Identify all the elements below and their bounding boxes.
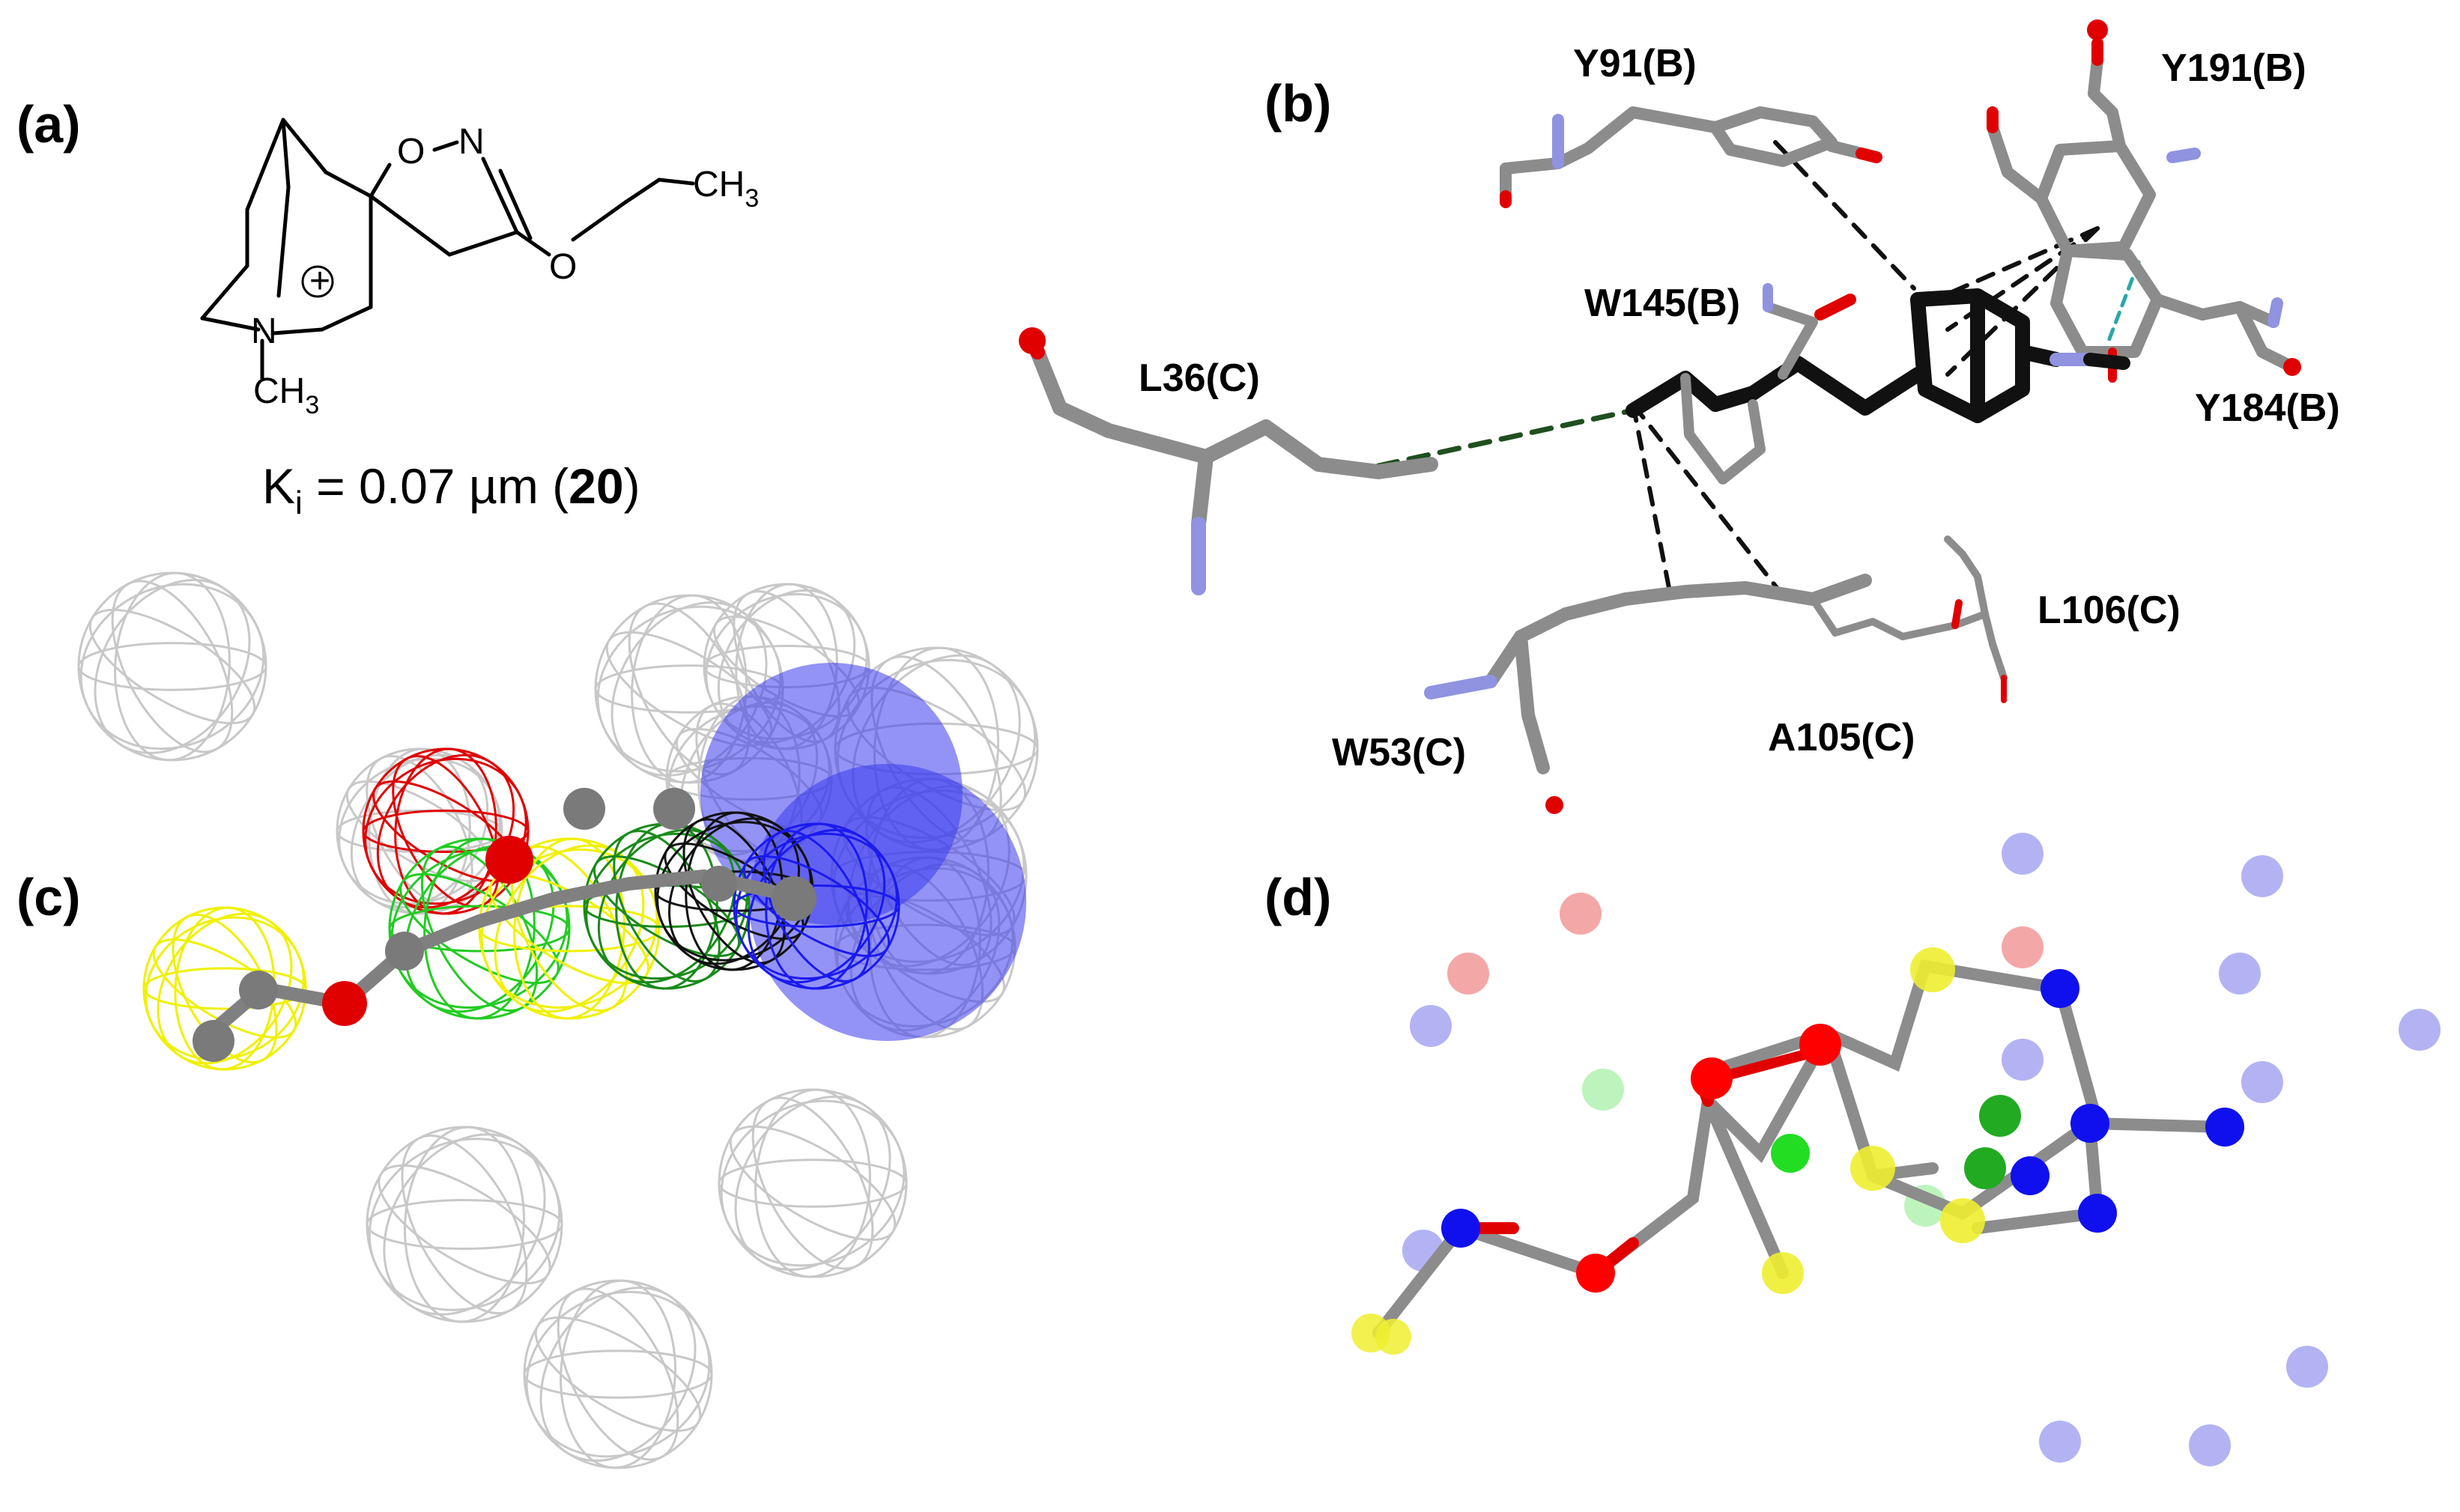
label-l106: L106(C) [2038, 589, 2181, 632]
pharmacophore-sphere [733, 822, 900, 990]
residue-labels: Y91(B) Y191(B) W145(B) L36(C) Y184(B) L1… [1139, 42, 2340, 774]
ki-value: Ki = 0.07 µm (20) [262, 458, 640, 521]
feature-point [1582, 1069, 1624, 1111]
residue-a105-l106 [1809, 535, 2008, 681]
ch3-top: CH3 [693, 165, 759, 213]
excluded-volume-sphere [523, 1279, 713, 1469]
panel-b-binding-pocket [1019, 19, 2301, 814]
ch3-bottom: CH3 [253, 371, 319, 419]
feature-point [2219, 953, 2261, 995]
ligand-ball-model-c [193, 788, 817, 1062]
label-a105: A105(C) [1768, 716, 1915, 759]
pi-cation-line [2106, 260, 2141, 343]
feature-point [2399, 1009, 2441, 1051]
feature-point [2286, 1346, 2328, 1388]
label-y91: Y91(B) [1573, 42, 1697, 85]
excluded-volume-sphere [718, 1088, 908, 1278]
residue-y191-y184 [1987, 54, 2298, 373]
panel-label-c: (c) [16, 868, 81, 926]
panel-d-pharmacophore-map [1351, 833, 2441, 1466]
background-feature-points [1402, 833, 2441, 1466]
feature-point [2241, 1061, 2283, 1103]
charge-plus: + [309, 261, 330, 301]
feature-point [1410, 1005, 1452, 1047]
panel-label-b: (b) [1264, 74, 1331, 133]
atom-n-ring: N [458, 122, 485, 162]
feature-point [2002, 926, 2044, 968]
panel-label-d: (d) [1264, 868, 1331, 926]
atom-o-ring: O [397, 132, 425, 171]
residue-w145 [1680, 302, 1818, 485]
label-l36: L36(C) [1139, 356, 1260, 400]
panel-a-structure [200, 118, 695, 380]
residue-w53 [1484, 574, 1872, 774]
excluded-volume-sphere [77, 571, 267, 762]
panel-c-pharmacophore [77, 571, 1039, 1469]
label-y191: Y191(B) [2161, 46, 2306, 90]
atom-n-plus: N [251, 312, 277, 351]
feature-point [2241, 855, 2283, 897]
atom-o-ether: O [549, 247, 577, 287]
feature-point [1560, 893, 1602, 935]
label-y184: Y184(B) [2195, 386, 2340, 430]
feature-point [2189, 1424, 2231, 1466]
label-w145: W145(B) [1584, 282, 1740, 325]
feature-point [2039, 1421, 2081, 1463]
feature-point [2002, 833, 2044, 875]
excluded-volume-sphere [366, 1126, 563, 1323]
hbond-line [1375, 407, 1636, 469]
pharmacophore-sphere [142, 906, 307, 1071]
residue-l36 [1030, 344, 1438, 532]
feature-point [2002, 1039, 2044, 1081]
feature-point [1447, 953, 1489, 995]
panel-label-a: (a) [16, 95, 81, 154]
label-w53: W53(C) [1332, 731, 1466, 774]
feature-balls [1351, 947, 2244, 1355]
panel-a-atom-labels: O N O N + CH3 CH3 [251, 122, 759, 419]
